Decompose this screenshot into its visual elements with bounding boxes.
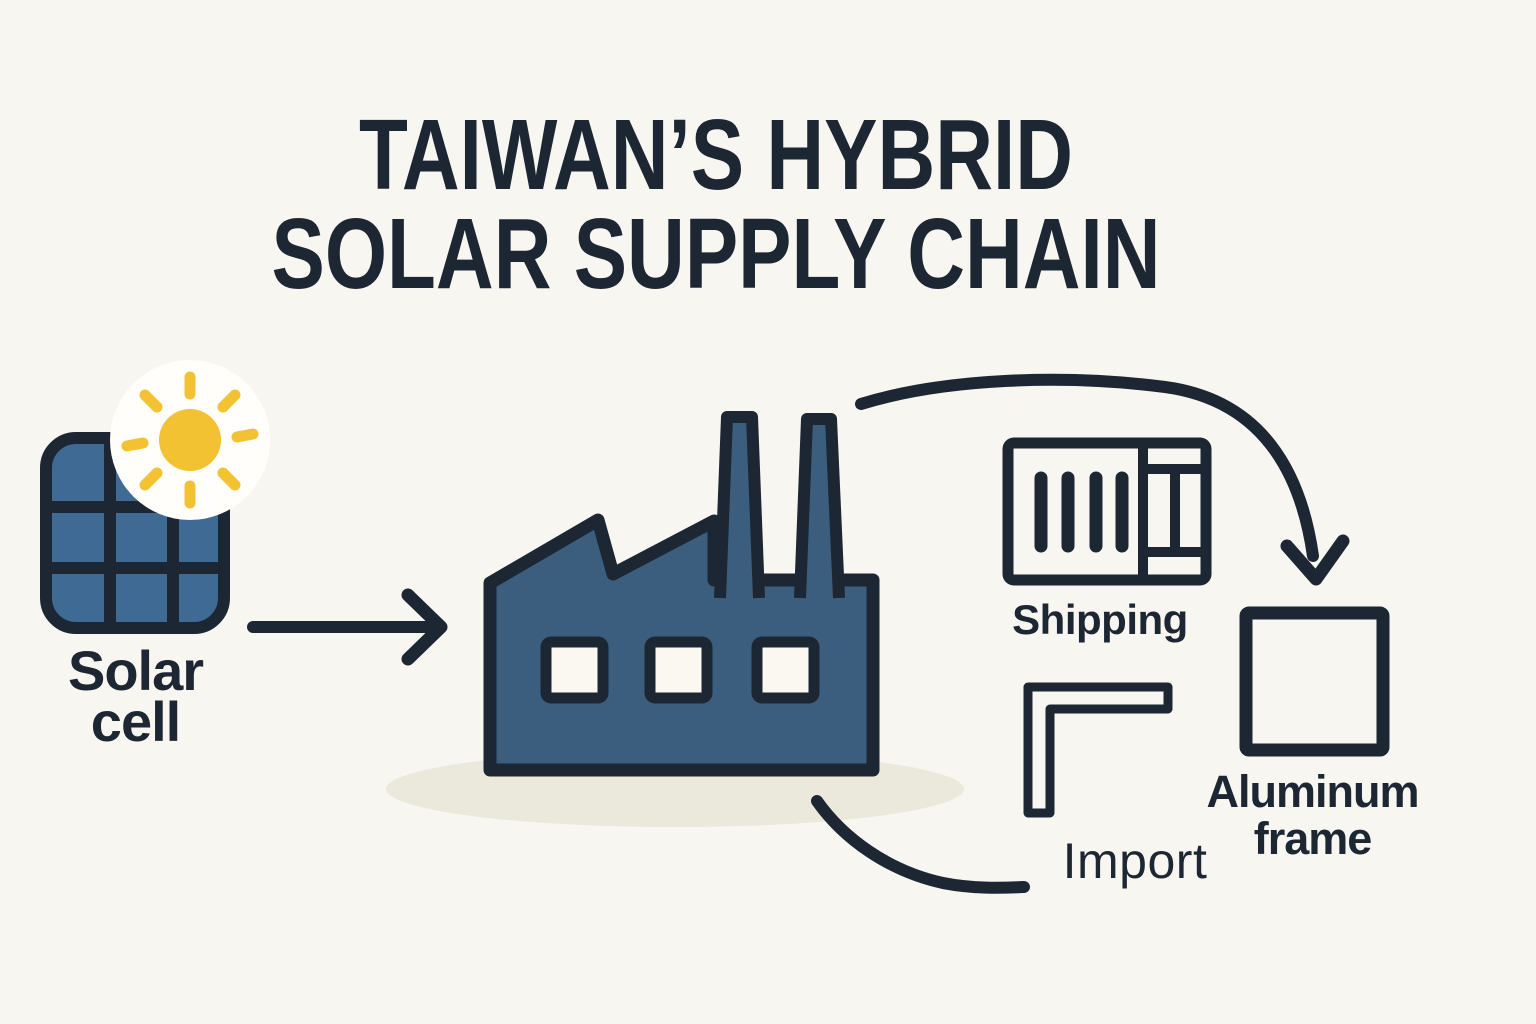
title-line-1: TAIWAN’S HYBRID — [358, 99, 1074, 211]
factory-window — [644, 636, 713, 704]
corner-bracket-icon — [1023, 682, 1173, 818]
shipping-container-icon — [1002, 437, 1212, 586]
factory-icon — [483, 411, 880, 777]
factory-chimney-right — [794, 413, 845, 599]
solar-cell-label: Solar cell — [67, 639, 204, 753]
factory-window — [751, 636, 820, 704]
arrow-factory-to-aluminum — [855, 373, 1350, 586]
aluminum-frame-label: Aluminum frame — [1206, 766, 1420, 864]
solar-panel-sun-icon — [40, 360, 270, 634]
shipping-label: Shipping — [1012, 596, 1188, 643]
sun-icon — [121, 371, 259, 509]
factory-chimney-left — [714, 411, 765, 599]
line-factory-to-import — [811, 795, 1030, 894]
title-line-2: SOLAR SUPPLY CHAIN — [271, 198, 1161, 310]
page-title: TAIWAN’S HYBRID SOLAR SUPPLY CHAIN — [143, 99, 1289, 310]
factory-window — [540, 636, 609, 704]
square-frame-icon — [1239, 606, 1390, 757]
import-label: Import — [1062, 833, 1208, 889]
arrow-solar-to-factory — [247, 588, 448, 666]
